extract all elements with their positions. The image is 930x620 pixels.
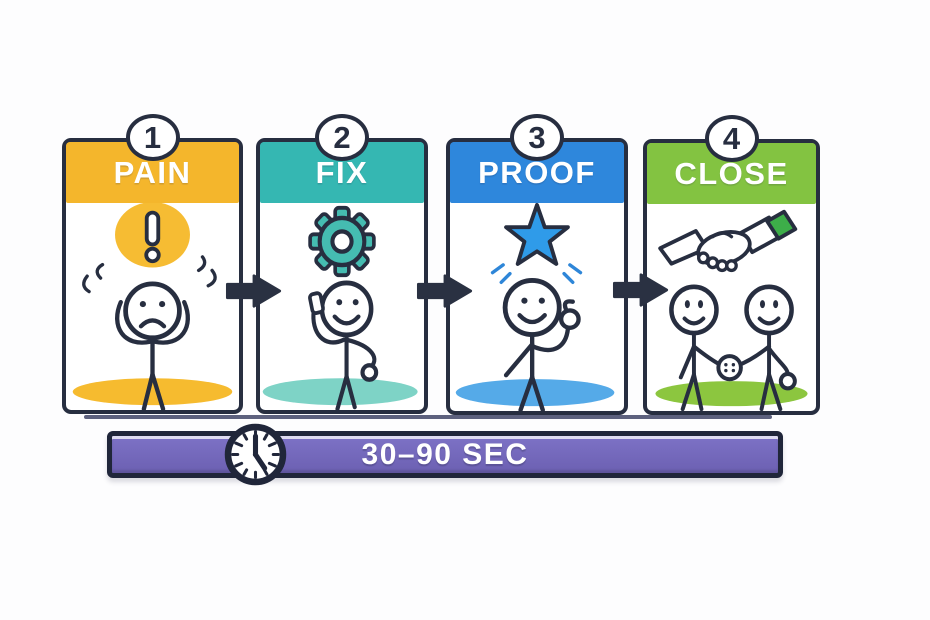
handshake-people-figures bbox=[669, 284, 797, 411]
thumbs-up-person-figure bbox=[502, 277, 581, 411]
step-4-number-badge: 4 bbox=[704, 115, 759, 162]
gear-icon bbox=[308, 205, 376, 278]
timer-bar: 30–90 SEC bbox=[107, 431, 783, 478]
step-3-number-badge: 3 bbox=[510, 114, 564, 161]
step-1-illustration bbox=[66, 203, 239, 410]
timer-label: 30–90 SEC bbox=[361, 437, 529, 471]
ground-ellipse bbox=[655, 381, 808, 407]
ground-ellipse bbox=[72, 378, 233, 406]
person-on-phone-figure bbox=[308, 280, 379, 410]
step-2-illustration bbox=[260, 203, 424, 410]
step-4-illustration bbox=[647, 204, 816, 411]
step-2-number-badge: 2 bbox=[315, 114, 369, 161]
step-3-illustration bbox=[450, 203, 624, 411]
step-number: 3 bbox=[528, 119, 546, 155]
step-number: 2 bbox=[333, 119, 351, 155]
handshake-icon bbox=[658, 209, 798, 273]
exclamation-icon bbox=[115, 203, 190, 268]
step-1-number-badge: 1 bbox=[125, 114, 180, 161]
timer-bar-top-edge bbox=[84, 415, 772, 419]
stressed-person-figure bbox=[82, 255, 217, 410]
step-card-proof: 3 PROOF bbox=[446, 114, 628, 415]
step-number: 1 bbox=[143, 119, 162, 155]
step-number: 4 bbox=[722, 120, 741, 156]
star-icon bbox=[490, 203, 583, 285]
step-card-fix: 2 FIX bbox=[256, 114, 428, 414]
clock-icon bbox=[224, 423, 287, 486]
arrow-icon bbox=[416, 274, 473, 308]
step-card-pain: 1 PAIN bbox=[62, 114, 243, 414]
arrow-icon bbox=[225, 274, 282, 308]
step-card-close: 4 CLOSE bbox=[643, 115, 820, 415]
arrow-icon bbox=[612, 273, 669, 307]
